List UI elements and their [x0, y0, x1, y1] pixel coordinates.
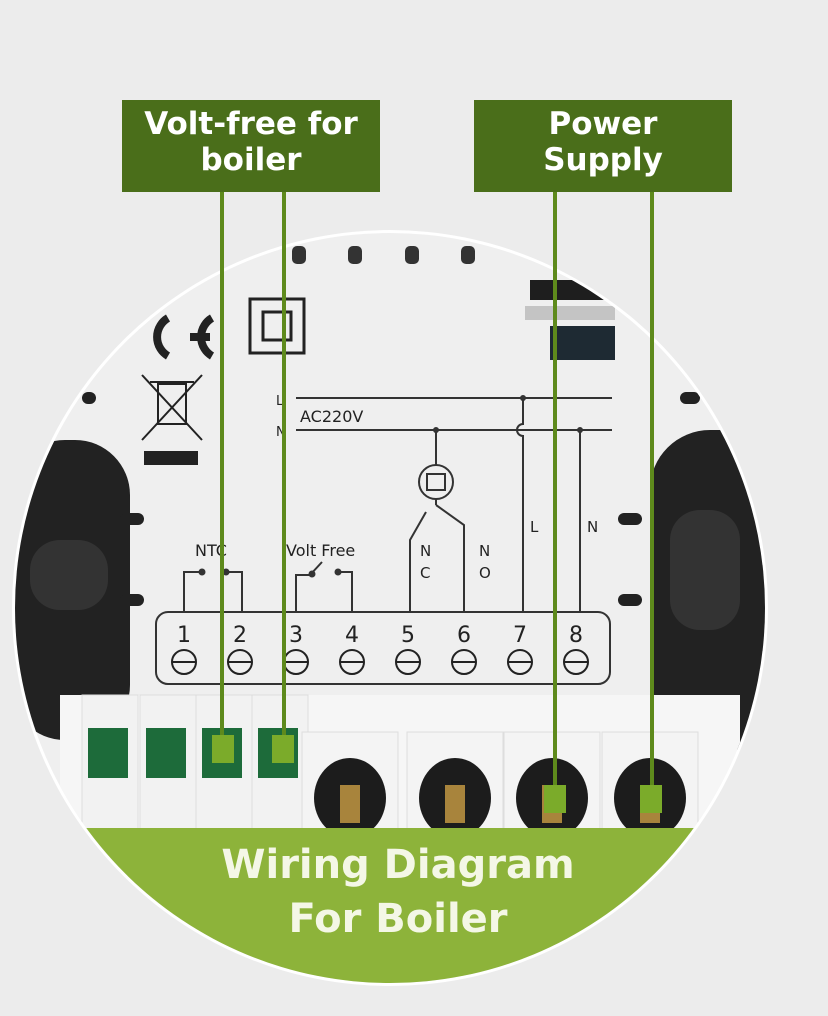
- terminal-number: 6: [457, 623, 471, 648]
- rail-mark-neutral: N: [276, 425, 286, 440]
- wire-tip: [640, 785, 662, 813]
- volt-free-label: Volt Free: [286, 541, 355, 560]
- terminal-number: 8: [569, 623, 583, 648]
- power-supply-callout: Power Supply: [474, 100, 732, 192]
- push-terminal: [146, 728, 186, 778]
- supply-tap-neutral: N: [587, 518, 598, 536]
- rail-mark-live: L: [276, 394, 284, 409]
- terminal-number: 7: [513, 623, 527, 648]
- terminal-number: 5: [401, 623, 415, 648]
- volt-free-callout-line2: boiler: [200, 142, 302, 178]
- volt-free-callout-line1: Volt-free for: [144, 106, 358, 142]
- double-insulation-icon: [248, 297, 306, 355]
- terminal-number: 1: [177, 623, 191, 648]
- wires: [220, 192, 654, 800]
- supply-tap-live: L: [530, 518, 539, 536]
- relay-no-label-n: N: [479, 542, 490, 560]
- ntc-label: NTC: [195, 541, 227, 560]
- terminal-number: 3: [289, 623, 303, 648]
- push-terminal: [88, 728, 128, 778]
- terminal-number: 2: [233, 623, 247, 648]
- volt-free-callout: Volt-free for boiler: [122, 100, 380, 192]
- relay-nc-label-c: C: [420, 564, 430, 582]
- relay-nc-label-n: N: [420, 542, 431, 560]
- banner-title-line2: For Boiler: [288, 896, 507, 942]
- relay-no-label-o: O: [479, 564, 491, 582]
- wire-tip: [212, 735, 234, 763]
- power-supply-callout-line2: Supply: [543, 142, 663, 178]
- device-window: [525, 280, 615, 360]
- power-supply-callout-line1: Power: [548, 106, 658, 142]
- wire-tip: [272, 735, 294, 763]
- supply-voltage-label: AC220V: [300, 407, 363, 426]
- top-clips: [292, 246, 475, 264]
- banner-title-line1: Wiring Diagram: [221, 842, 574, 888]
- terminal-number: 4: [345, 623, 359, 648]
- wire-tip: [544, 785, 566, 813]
- schematic: [155, 397, 612, 685]
- weee-bin-icon: [141, 374, 203, 465]
- ce-mark-icon: [153, 314, 215, 360]
